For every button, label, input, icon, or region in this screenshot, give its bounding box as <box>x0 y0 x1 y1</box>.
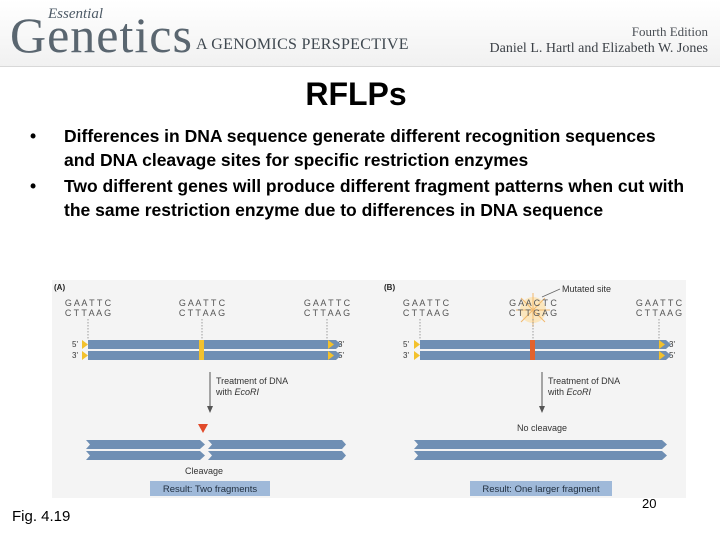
site-bottom-label: C T T A A G <box>304 308 350 318</box>
site-bottom-label: C T T A A G <box>403 308 449 318</box>
end-label-5: 5' <box>669 351 675 360</box>
leader-lines <box>419 319 660 340</box>
arrow-head-icon <box>207 406 213 413</box>
end-label-5: 5' <box>338 351 344 360</box>
strand-end-arrow <box>659 351 665 360</box>
site-top-label: G A A T T C <box>403 298 450 308</box>
edition-label: Fourth Edition <box>631 24 708 39</box>
result-box <box>470 481 612 496</box>
strand-end-arrow <box>328 340 334 349</box>
dna-strand-top <box>420 340 671 349</box>
site-bottom-label: C T T A A G <box>65 308 111 318</box>
bullet-text: Differences in DNA sequence generate dif… <box>64 126 656 170</box>
bullet-item: • Differences in DNA sequence generate di… <box>28 124 688 172</box>
mutation-burst-icon <box>516 293 550 327</box>
leader-lines <box>87 319 328 340</box>
treatment-label-line2: with EcoRI <box>547 387 592 397</box>
strand-end-arrow <box>414 351 420 360</box>
page-number: 20 <box>642 496 657 511</box>
dna-fragment <box>208 451 346 460</box>
panel-a-letter: (A) <box>54 283 65 292</box>
figure-caption: Fig. 4.19 <box>12 508 71 525</box>
site-bottom-label: C T T A A G <box>636 308 682 318</box>
authors-label: Daniel L. Hartl and Elizabeth W. Jones <box>489 41 709 56</box>
site-bottom-label: C T T A A G <box>179 308 225 318</box>
treatment-label-line2: with EcoRI <box>215 387 260 397</box>
mutated-site-label: Mutated site <box>562 284 611 294</box>
end-label-3: 3' <box>403 351 409 360</box>
site-top-label: G A A T T C <box>304 298 351 308</box>
dna-strand-bottom <box>88 351 341 360</box>
dna-fragment <box>86 440 205 449</box>
logo-essential: Essential <box>48 6 103 22</box>
strand-end-arrow <box>328 351 334 360</box>
strand-end-arrow <box>82 340 88 349</box>
site-top-label: G A A T T C <box>65 298 112 308</box>
mutated-site-mark <box>530 340 535 360</box>
result-label: Result: Two fragments <box>163 484 258 495</box>
end-label-3: 3' <box>338 340 344 349</box>
dna-strand-bottom <box>420 351 671 360</box>
logo-subtitle: A GENOMICS PERSPECTIVE <box>196 36 409 53</box>
cleavage-label: Cleavage <box>185 466 223 476</box>
rflp-figure: (A) G A A T T C C T T A A G G A A T T C … <box>52 280 686 498</box>
strand-end-arrow <box>414 340 420 349</box>
site-top-label: G A A T T C <box>179 298 226 308</box>
slide-title: RFLPs <box>305 76 407 112</box>
mutated-leader-line <box>541 288 561 298</box>
result-label: Result: One larger fragment <box>482 484 600 495</box>
dna-fragment <box>208 440 346 449</box>
mutated-site-bottom-label: C T T G A G <box>509 308 557 318</box>
no-cleavage-label: No cleavage <box>517 423 567 433</box>
ecori-site-mark <box>199 340 204 360</box>
bullet-item: • Two different genes will produce differ… <box>28 174 688 222</box>
end-label-5: 5' <box>403 340 409 349</box>
strand-end-arrow <box>82 351 88 360</box>
rflp-diagram: (A) G A A T T C C T T A A G G A A T T C … <box>54 283 683 496</box>
treatment-label: Treatment of DNA <box>548 376 620 386</box>
dna-fragment-uncut <box>414 440 667 449</box>
result-box <box>150 481 270 496</box>
treatment-label: Treatment of DNA <box>216 376 288 386</box>
dna-fragment-uncut <box>414 451 667 460</box>
site-top-label: G A A T T C <box>636 298 683 308</box>
panel-b-letter: (B) <box>384 283 395 292</box>
strand-end-arrow <box>659 340 665 349</box>
logo-genetics: Genetics <box>10 7 193 63</box>
mutated-site-top-label: G A A C T C <box>509 298 557 308</box>
cleavage-arrow-icon <box>198 424 208 433</box>
bullet-dot-icon: • <box>30 126 37 146</box>
dna-fragment <box>86 451 205 460</box>
bullet-list: • Differences in DNA sequence generate di… <box>28 124 688 224</box>
bullet-dot-icon: • <box>30 176 37 196</box>
dna-strand-top <box>88 340 341 349</box>
bullet-text: Two different genes will produce differe… <box>64 176 685 220</box>
book-header: Genetics Essential A GENOMICS PERSPECTIV… <box>0 0 720 67</box>
arrow-head-icon <box>539 406 545 413</box>
end-label-3: 3' <box>72 351 78 360</box>
end-label-3: 3' <box>669 340 675 349</box>
end-label-5: 5' <box>72 340 78 349</box>
